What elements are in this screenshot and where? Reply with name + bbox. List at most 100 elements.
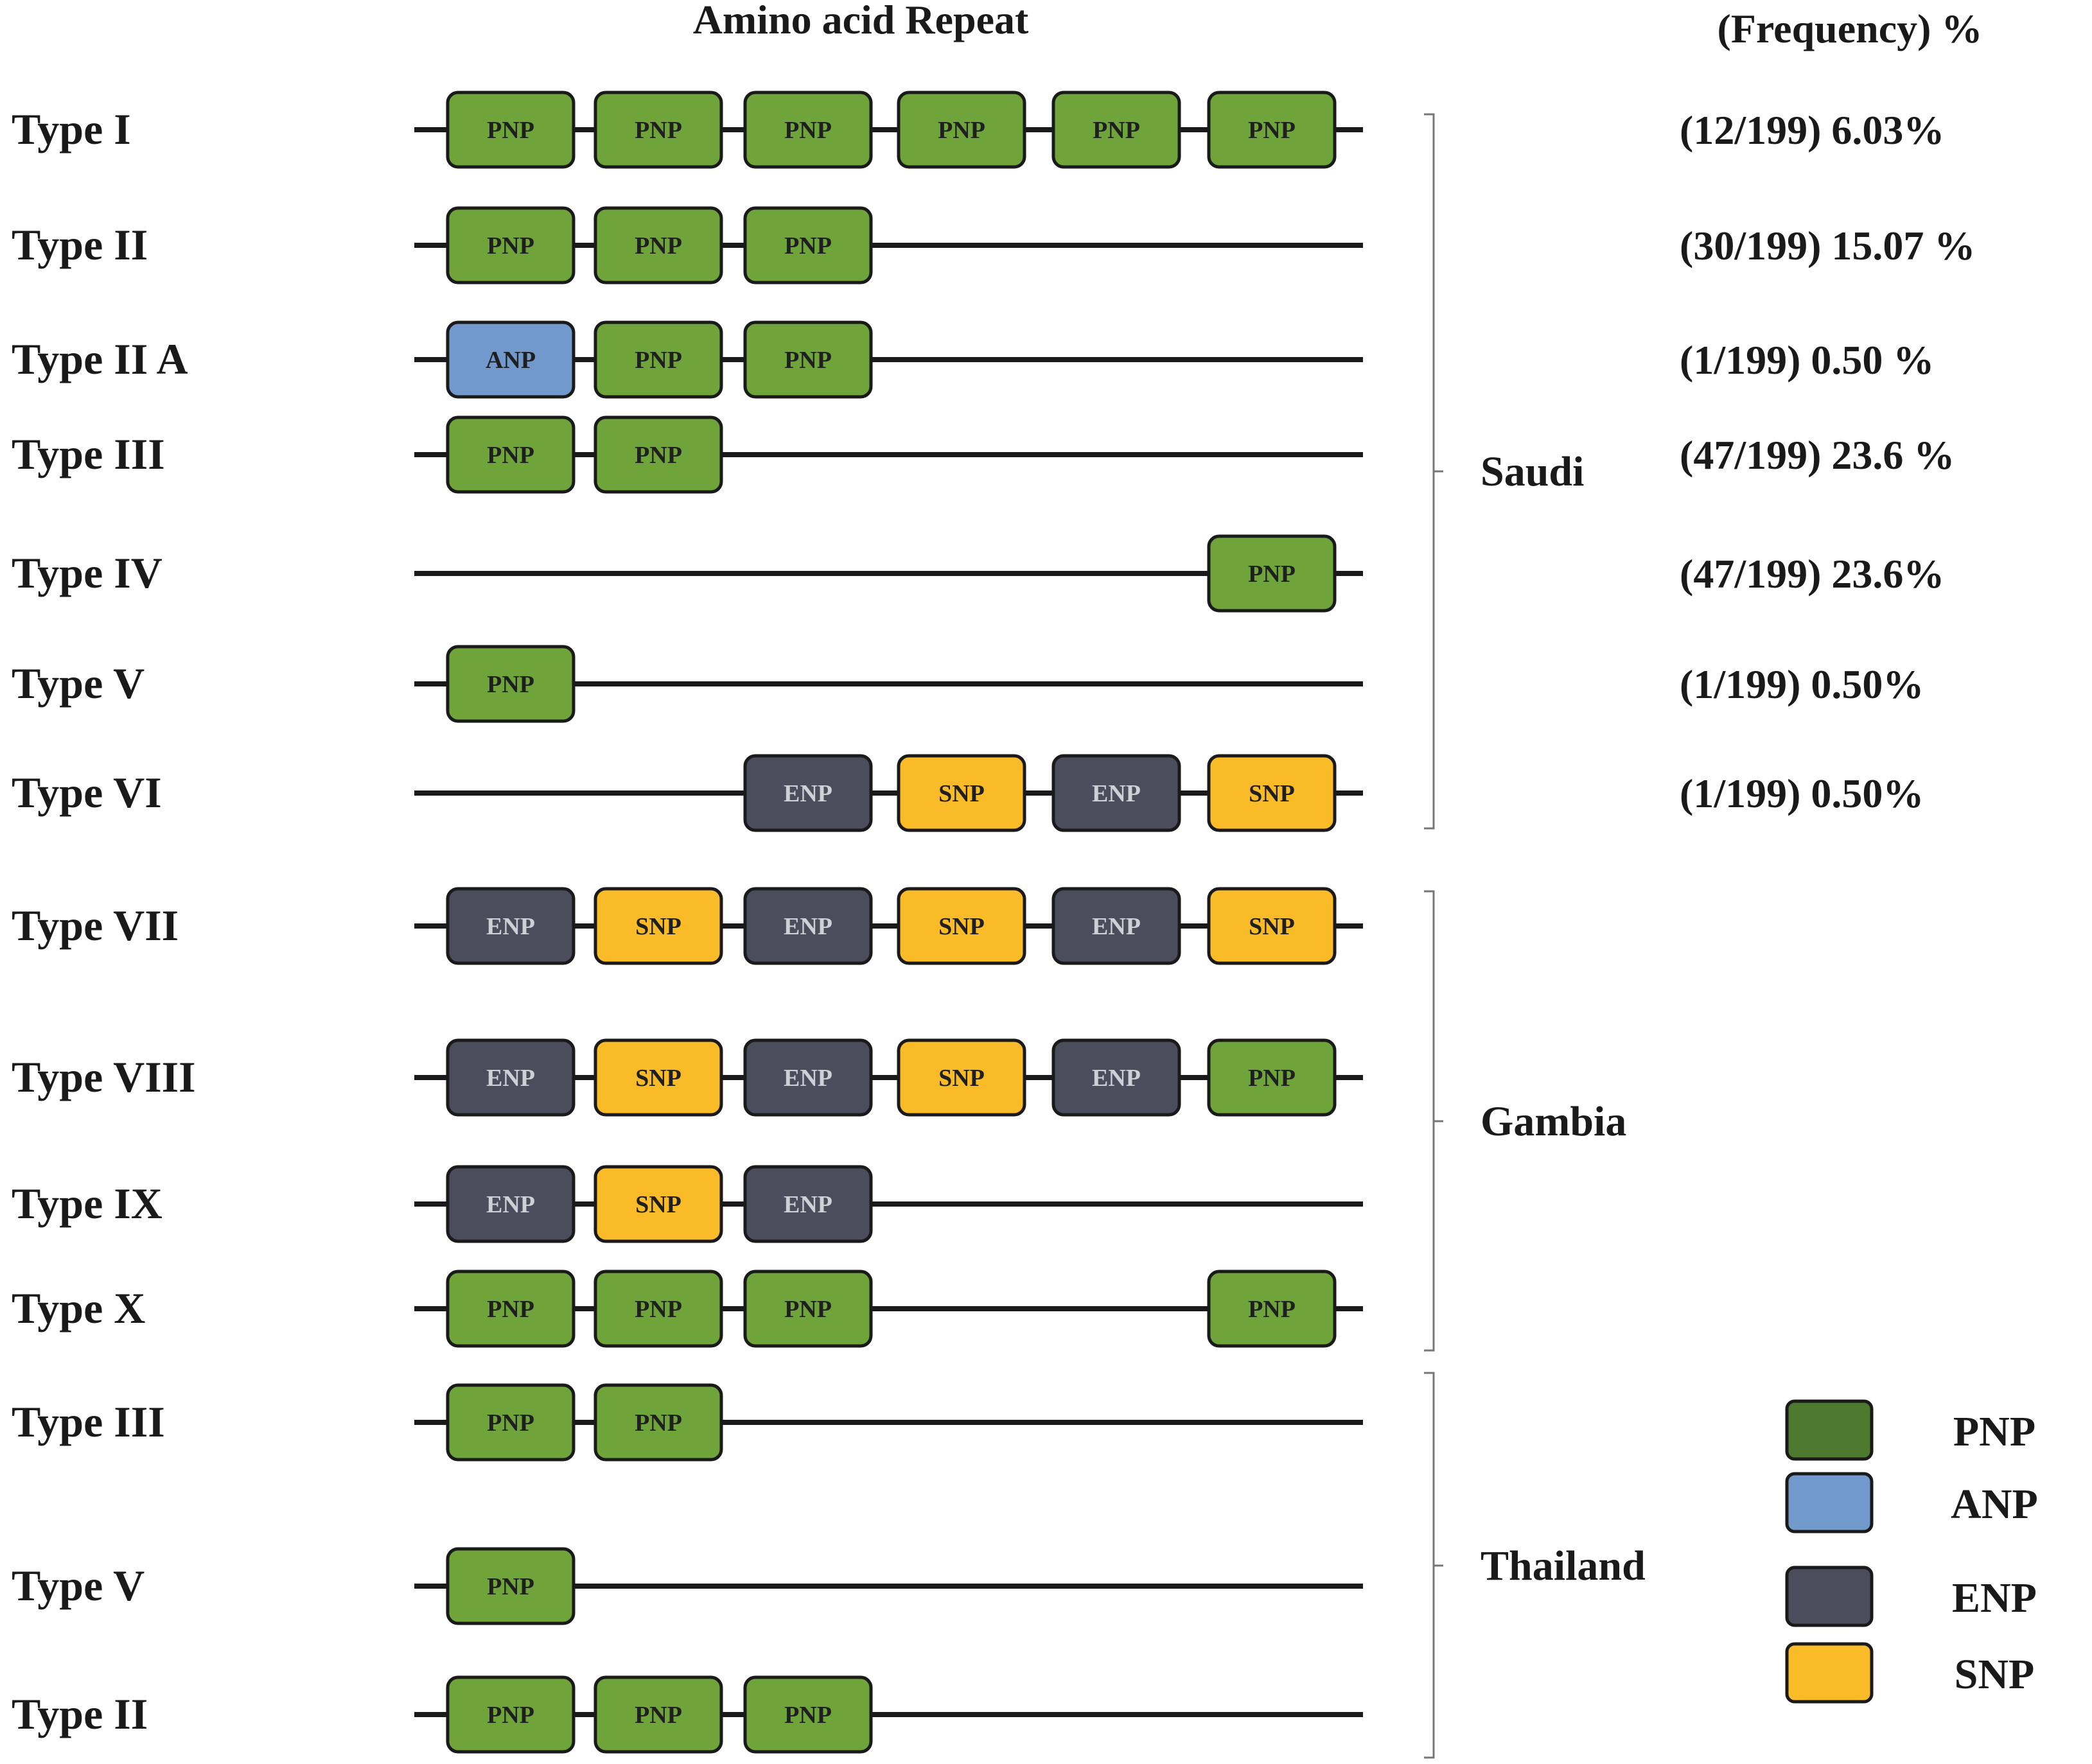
- row-frequency: (12/199) 6.03%: [1680, 107, 1944, 153]
- repeat-box-snp: [593, 887, 723, 965]
- repeat-box-label: PNP: [487, 1573, 534, 1600]
- region-saudi: Saudi: [1424, 113, 1584, 830]
- repeat-box-snp: [593, 1165, 723, 1243]
- repeat-box-label: SNP: [1249, 780, 1295, 807]
- repeat-row: Type V PNP: [12, 1547, 1363, 1625]
- repeat-box-label: PNP: [1248, 117, 1296, 144]
- repeat-box-pnp: [593, 1675, 723, 1754]
- row-type-label: Type VI: [12, 768, 162, 817]
- repeat-box-enp: [743, 887, 873, 965]
- repeat-box-label: PNP: [784, 1296, 832, 1323]
- repeat-box-label: SNP: [938, 913, 985, 940]
- legend-swatch: [1785, 1642, 1874, 1704]
- row-type-label: Type V: [12, 659, 145, 708]
- repeat-box-label: ENP: [784, 1065, 832, 1092]
- row-frequency: (47/199) 23.6 %: [1680, 432, 1955, 478]
- repeat-box-pnp: [1207, 534, 1337, 613]
- repeat-box-label: ENP: [486, 1191, 535, 1218]
- region-bracket: [1424, 1372, 1443, 1759]
- region-bracket: [1424, 890, 1443, 1352]
- repeat-box-label: PNP: [635, 232, 682, 259]
- row-type-label: Type IV: [12, 548, 163, 597]
- legend-item-anp: ANP: [1785, 1472, 2038, 1533]
- repeat-box-label: ANP: [486, 347, 536, 374]
- repeat-box-label: PNP: [784, 117, 832, 144]
- repeat-box-pnp: [1207, 91, 1337, 169]
- legend-item-enp: ENP: [1785, 1566, 2037, 1627]
- repeat-box-label: PNP: [635, 442, 682, 469]
- repeat-box-anp: [446, 320, 576, 399]
- repeat-box-label: ENP: [486, 1065, 535, 1092]
- row-frequency: (47/199) 23.6%: [1680, 551, 1944, 597]
- row-frequency: (1/199) 0.50%: [1680, 661, 1924, 707]
- repeat-box-pnp: [1051, 91, 1181, 169]
- row-type-label: Type I: [12, 105, 131, 153]
- repeat-box-pnp: [446, 1675, 576, 1754]
- repeat-box-label: PNP: [1093, 117, 1140, 144]
- repeat-box-pnp: [1207, 1270, 1337, 1348]
- row-type-label: Type X: [12, 1284, 145, 1332]
- repeat-box-pnp: [593, 206, 723, 284]
- legend-swatch: [1785, 1472, 1874, 1533]
- repeat-box-label: PNP: [635, 117, 682, 144]
- legend-item-pnp: PNP: [1785, 1399, 2035, 1461]
- repeat-box-label: ENP: [1092, 913, 1141, 940]
- row-frequency: (30/199) 15.07 %: [1680, 223, 1975, 268]
- diagram-title: Amino acid Repeat: [693, 0, 1029, 42]
- repeat-box-label: PNP: [938, 117, 985, 144]
- repeat-box-label: PNP: [487, 1410, 534, 1437]
- row-type-label: Type II: [12, 220, 148, 269]
- repeat-box-pnp: [593, 91, 723, 169]
- repeat-rows: Type I PNP PNP PNP PNP PNP PNP (12/199) 6.03% Ty…: [12, 91, 1975, 1754]
- repeat-box-pnp: [593, 1383, 723, 1462]
- region-label: Thailand: [1481, 1542, 1646, 1589]
- row-type-label: Type III: [12, 430, 165, 478]
- repeat-box-pnp: [593, 415, 723, 494]
- repeat-box-snp: [897, 887, 1026, 965]
- repeat-box-enp: [446, 1165, 576, 1243]
- region-thailand: Thailand: [1424, 1372, 1646, 1759]
- repeat-box-label: PNP: [635, 347, 682, 374]
- row-type-label: Type II: [12, 1690, 148, 1738]
- repeat-box-label: SNP: [1249, 913, 1295, 940]
- repeat-box-label: PNP: [1248, 1065, 1296, 1092]
- repeat-box-enp: [1051, 1038, 1181, 1117]
- repeat-box-pnp: [446, 645, 576, 723]
- repeat-box-snp: [1207, 887, 1337, 965]
- repeat-box-pnp: [446, 91, 576, 169]
- legend-item-snp: SNP: [1785, 1642, 2034, 1704]
- row-frequency: (1/199) 0.50%: [1680, 771, 1924, 816]
- row-frequency: (1/199) 0.50 %: [1680, 337, 1934, 383]
- repeat-box-snp: [897, 754, 1026, 832]
- row-type-label: Type V: [12, 1561, 145, 1610]
- repeat-box-pnp: [743, 91, 873, 169]
- repeat-box-pnp: [743, 320, 873, 399]
- repeat-box-pnp: [446, 1270, 576, 1348]
- repeat-box-label: PNP: [487, 1702, 534, 1729]
- repeat-box-pnp: [446, 415, 576, 494]
- repeat-box-enp: [1051, 754, 1181, 832]
- repeat-box-pnp: [446, 1383, 576, 1462]
- repeat-box-pnp: [743, 1675, 873, 1754]
- region-gambia: Gambia: [1424, 890, 1626, 1352]
- repeat-box-label: PNP: [635, 1410, 682, 1437]
- repeat-box-label: ENP: [784, 1191, 832, 1218]
- repeat-box-label: SNP: [635, 1065, 681, 1092]
- repeat-box-label: SNP: [635, 913, 681, 940]
- row-type-label: Type II A: [12, 335, 188, 383]
- row-type-label: Type VIII: [12, 1052, 196, 1101]
- frequency-header: (Frequency) %: [1718, 6, 1983, 51]
- repeat-box-snp: [1207, 754, 1337, 832]
- repeat-box-label: ENP: [1092, 780, 1141, 807]
